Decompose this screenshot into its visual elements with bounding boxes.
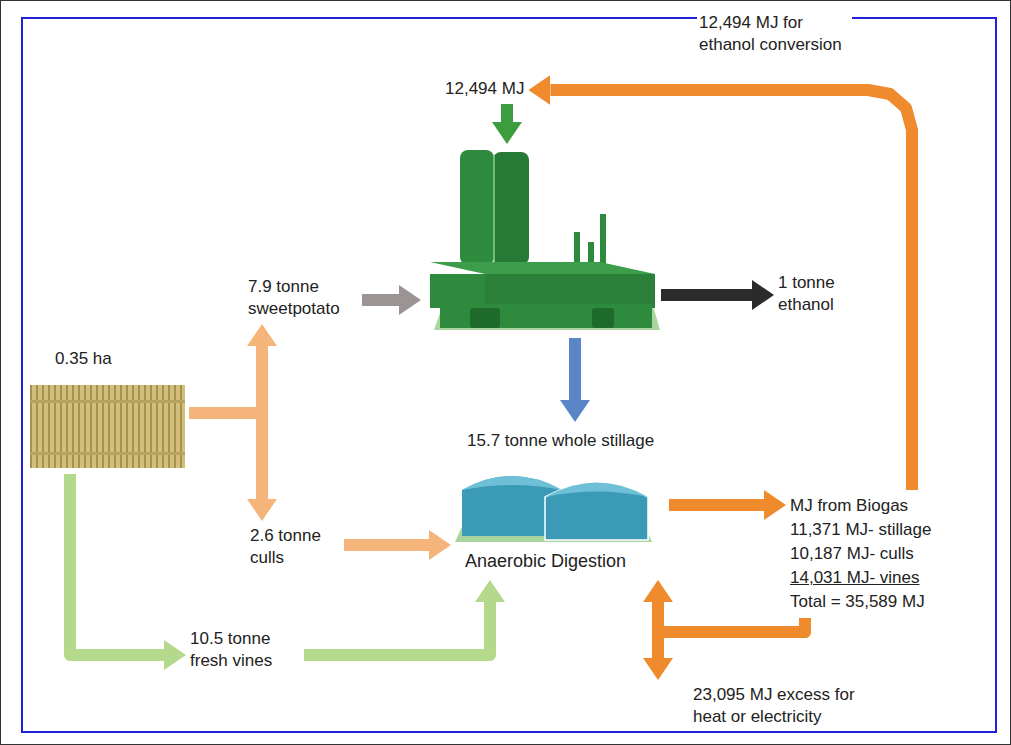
factory-door (592, 308, 614, 328)
digester-label: Anaerobic Digestion (465, 550, 665, 572)
area-label: 0.35 ha (55, 348, 185, 370)
flow-text-node: 2.6 tonne culls (250, 525, 340, 569)
product-label: 1 tonne ethanol (778, 272, 868, 316)
biogas-line: 11,371 MJ- stillage (790, 518, 931, 542)
flow-text-node: 7.9 tonne sweetpotato (248, 276, 358, 320)
biogas-line: Total = 35,589 MJ (790, 590, 931, 614)
flow-arrow (304, 602, 490, 655)
edge-label: 15.7 tonne whole stillage (465, 430, 656, 452)
factory-chimney (574, 232, 580, 264)
factory-silo (493, 152, 529, 265)
factory-wall (430, 274, 485, 308)
energy-input-node: 12,494 MJ (445, 78, 524, 100)
factory-chimney (600, 214, 606, 264)
biogas-line: 10,187 MJ- culls (790, 542, 931, 566)
biogas-node: MJ from Biogas11,371 MJ- stillage10,187 … (790, 494, 931, 614)
edge-label: 12,494 MJ for ethanol conversion (697, 12, 852, 56)
tank-dome (545, 483, 648, 498)
factory-silo (460, 150, 494, 265)
flow-arrow (344, 539, 429, 551)
flow-arrow (70, 474, 164, 655)
field-band (30, 452, 185, 455)
flow-arrow (661, 289, 752, 301)
field-band (30, 400, 185, 403)
biogas-line: MJ from Biogas (790, 494, 931, 518)
factory-illustration (430, 150, 660, 330)
flow-arrow (189, 413, 262, 499)
silo-edge (493, 156, 495, 262)
factory-node (425, 148, 657, 334)
factory-wall (485, 274, 655, 308)
flow-label: 10.5 tonne fresh vines (190, 628, 300, 672)
flow-label: 7.9 tonne sweetpotato (248, 276, 358, 320)
biogas-line: 14,031 MJ- vines (790, 566, 931, 590)
flow-arrow (189, 346, 262, 413)
excess-label: 23,095 MJ excess for heat or electricity (693, 684, 883, 728)
flow-text-node: 10.5 tonne fresh vines (190, 628, 300, 672)
field-node: 0.35 ha (30, 346, 185, 470)
factory-chimney (588, 242, 594, 264)
tank-dome (462, 476, 562, 490)
flow-label: 2.6 tonne culls (250, 525, 340, 569)
flow-arrow (658, 618, 805, 658)
field-rows (30, 385, 185, 468)
factory-ground (434, 302, 660, 330)
factory-door (470, 308, 500, 328)
flow-arrow (501, 104, 513, 122)
flow-arrow (569, 338, 581, 400)
factory-roof (430, 262, 655, 274)
excess-node: 23,095 MJ excess for heat or electricity (648, 684, 883, 728)
flow-arrow (669, 499, 764, 511)
digester-tank (545, 483, 648, 541)
blue-frame (22, 18, 996, 732)
product-node: 1 tonne ethanol (778, 272, 868, 316)
factory-front (440, 304, 652, 328)
flow-arrow (362, 294, 399, 306)
field-illustration (30, 385, 185, 468)
digester-illustration (455, 476, 652, 542)
energy-label: 12,494 MJ (445, 78, 524, 100)
